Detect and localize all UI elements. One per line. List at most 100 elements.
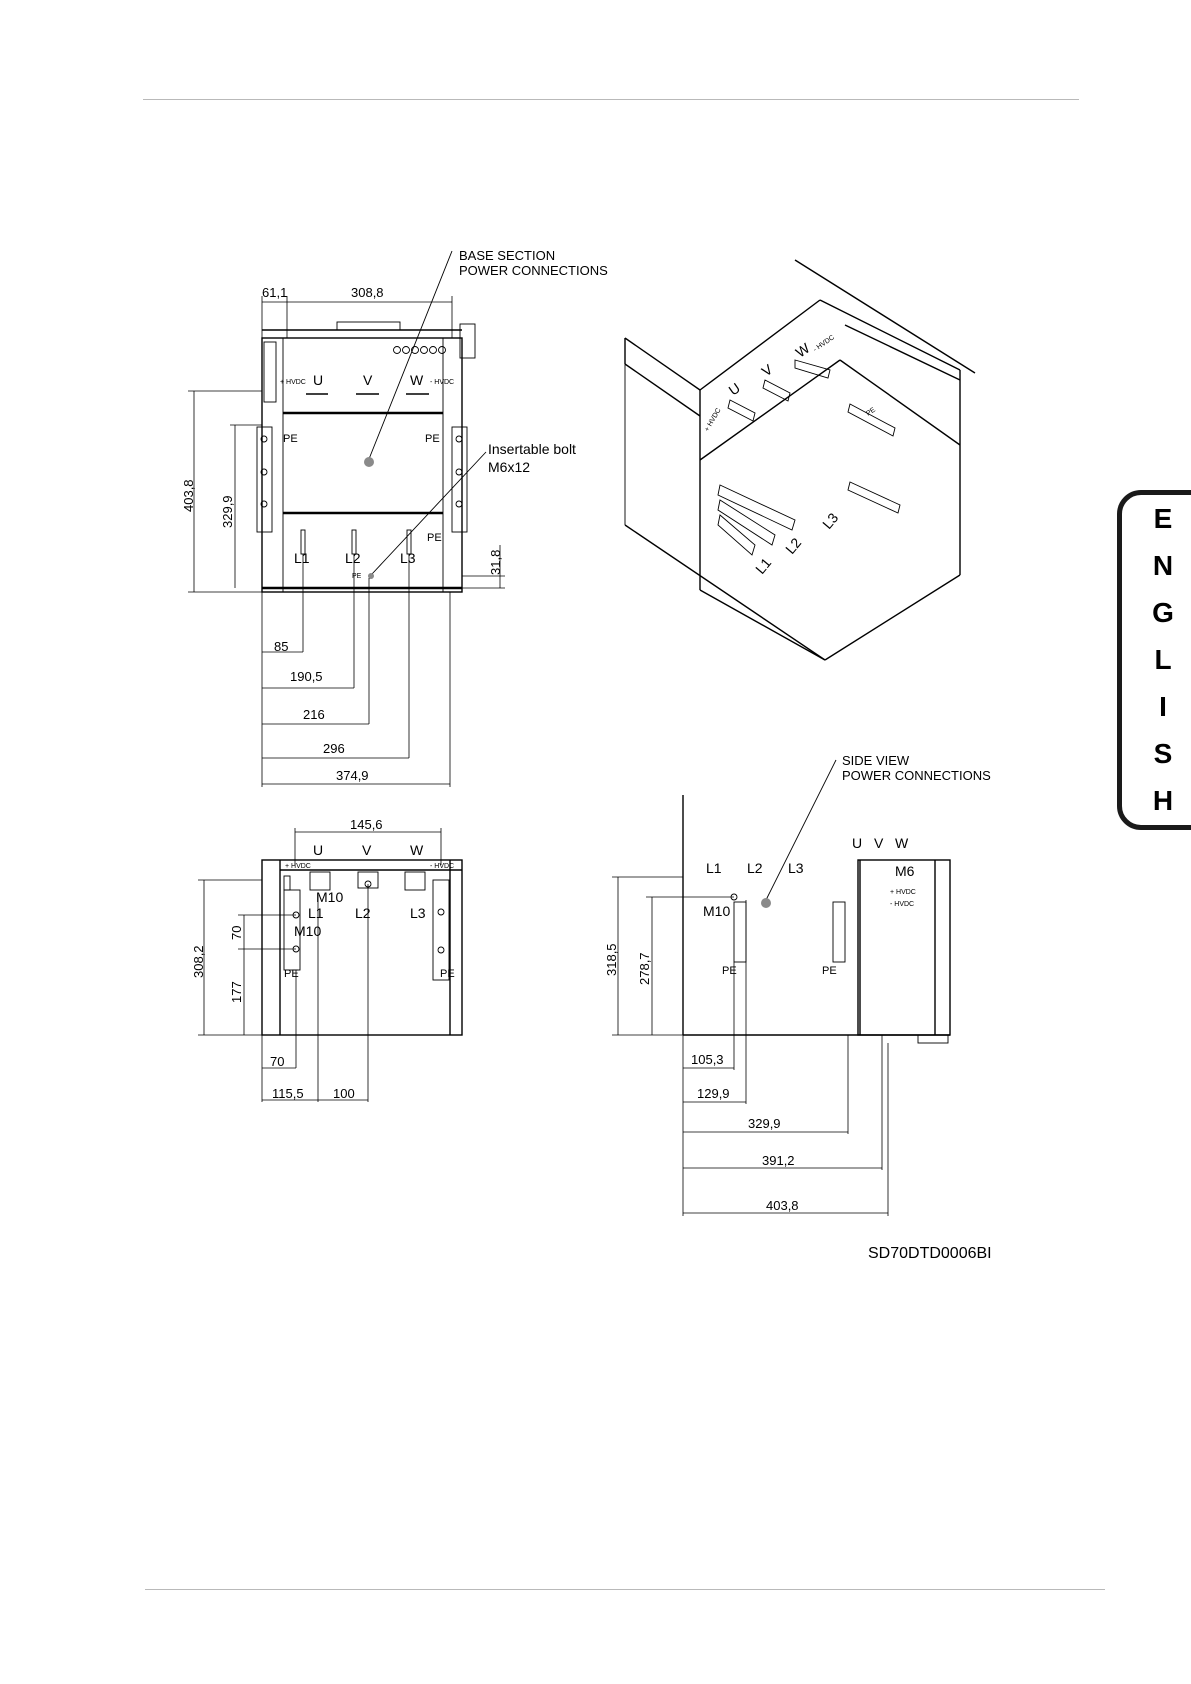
side-bolt-m10: M10 bbox=[703, 903, 730, 919]
dim-top-308: 308,8 bbox=[351, 285, 384, 300]
language-letter: G bbox=[1152, 597, 1174, 628]
dim-bottom-190: 190,5 bbox=[290, 669, 323, 684]
base-section-marker bbox=[364, 457, 374, 467]
dim-left-308: 308,2 bbox=[191, 945, 206, 978]
side-foot bbox=[917, 1034, 949, 1044]
section-pe: PE bbox=[440, 968, 455, 980]
section-bolt-m10: M10 bbox=[294, 923, 321, 939]
dim-bottom-391: 391,2 bbox=[762, 1153, 795, 1168]
pe-bar bbox=[847, 403, 896, 437]
base-section-title-1: BASE SECTION bbox=[459, 248, 555, 263]
l1-bar bbox=[283, 889, 301, 971]
header-rule bbox=[143, 99, 1079, 100]
side-line-l3: L3 bbox=[788, 860, 804, 876]
cabinet-inner bbox=[282, 337, 444, 593]
side-phase-w: W bbox=[895, 835, 909, 851]
side-pe-bar bbox=[832, 901, 846, 963]
section-line-l3: L3 bbox=[410, 905, 426, 921]
language-letter: I bbox=[1159, 691, 1167, 722]
language-tab bbox=[1117, 490, 1191, 830]
side-hvdc-plus: + HVDC bbox=[890, 889, 916, 896]
screw-hole bbox=[260, 468, 268, 476]
side-phase-u: U bbox=[852, 835, 862, 851]
dim-bottom-296: 296 bbox=[323, 741, 345, 756]
phase-w-label: W bbox=[410, 372, 424, 388]
l3-bar bbox=[717, 484, 796, 531]
side-l-bar bbox=[733, 901, 747, 963]
indicator-leds bbox=[393, 346, 446, 354]
side-phase-v: V bbox=[874, 835, 884, 851]
dim-bottom-129: 129,9 bbox=[697, 1086, 730, 1101]
dim-right-31: 31,8 bbox=[488, 550, 503, 575]
screw-hole bbox=[260, 435, 268, 443]
pe-label: PE bbox=[427, 532, 442, 544]
dim-bottom-115: 115,5 bbox=[272, 1086, 304, 1101]
section-outline bbox=[261, 859, 463, 1036]
line-l3-label: L3 bbox=[400, 550, 416, 566]
language-letter: E bbox=[1153, 503, 1173, 534]
screw-hole bbox=[455, 468, 463, 476]
section-bolt-m10: M10 bbox=[316, 889, 343, 905]
side-hvdc-minus: - HVDC bbox=[890, 901, 914, 908]
l2-bar bbox=[717, 499, 776, 546]
screw-hole bbox=[455, 500, 463, 508]
iso-line-l2: L2 bbox=[782, 535, 804, 557]
u-bar bbox=[727, 399, 756, 422]
side-module bbox=[857, 859, 951, 1036]
footer-rule bbox=[145, 1589, 1105, 1590]
hvdc-plus-label: + HVDC bbox=[280, 379, 306, 386]
l1-bar bbox=[717, 514, 756, 556]
pe-bar bbox=[432, 879, 450, 981]
section-view: 145,6 U V W + HVDC - HVDC M10 M10 L1 L2 … bbox=[191, 817, 463, 1102]
bracket bbox=[451, 426, 468, 533]
side-bolt-m6: M6 bbox=[895, 863, 915, 879]
screw-hole bbox=[260, 500, 268, 508]
side-pe: PE bbox=[822, 965, 837, 977]
iso-pe: PE bbox=[865, 406, 877, 417]
side-view-title-2: POWER CONNECTIONS bbox=[842, 768, 991, 783]
top-handle bbox=[336, 321, 401, 331]
pe-bar bbox=[847, 481, 901, 514]
dim-top-61: 61,1 bbox=[262, 285, 287, 300]
iso-phase-v: V bbox=[759, 361, 776, 380]
iso-line-l3: L3 bbox=[819, 510, 841, 532]
side-view-leader bbox=[765, 759, 837, 901]
hvdc-minus-label: - HVDC bbox=[430, 379, 454, 386]
line-l2-label: L2 bbox=[345, 550, 361, 566]
section-phase-u: U bbox=[313, 842, 323, 858]
language-letter: N bbox=[1152, 550, 1174, 581]
section-phase-w: W bbox=[410, 842, 424, 858]
bolt-callout-2: M6x12 bbox=[488, 459, 530, 475]
dim-bottom-100: 100 bbox=[333, 1086, 355, 1101]
language-letter: H bbox=[1152, 785, 1174, 816]
drawing-code: SD70DTD0006BI bbox=[868, 1245, 992, 1262]
dim-bottom-70: 70 bbox=[270, 1054, 284, 1069]
dim-bottom-105: 105,3 bbox=[691, 1052, 724, 1067]
cabinet-outline bbox=[261, 337, 463, 593]
front-view: BASE SECTION POWER CONNECTIONS Insertabl… bbox=[181, 248, 608, 787]
dim-bottom-216: 216 bbox=[303, 707, 325, 722]
phase-v-label: V bbox=[363, 372, 373, 388]
section-hvdc-minus: - HVDC bbox=[430, 863, 454, 870]
section-line-l2: L2 bbox=[355, 905, 371, 921]
side-pe: PE bbox=[722, 965, 737, 977]
terminal bbox=[404, 871, 426, 891]
bolt-callout-1: Insertable bolt bbox=[488, 441, 576, 457]
dim-bottom-403: 403,8 bbox=[766, 1198, 799, 1213]
dim-top-145: 145,6 bbox=[350, 817, 383, 832]
dim-left-318: 318,5 bbox=[604, 943, 619, 976]
section-phase-v: V bbox=[362, 842, 372, 858]
side-line-l1: L1 bbox=[706, 860, 722, 876]
bracket bbox=[263, 341, 277, 403]
screw-hole bbox=[455, 435, 463, 443]
section-pe: PE bbox=[284, 968, 299, 980]
phase-u-label: U bbox=[313, 372, 323, 388]
dim-left-177: 177 bbox=[229, 981, 244, 1003]
dim-left-329: 329,9 bbox=[220, 495, 235, 528]
pe-label: PE bbox=[425, 433, 440, 445]
side-view-title-1: SIDE VIEW bbox=[842, 753, 910, 768]
iso-phase-u: U bbox=[726, 380, 743, 399]
language-letter: L bbox=[1154, 644, 1172, 675]
dim-left-403: 403,8 bbox=[181, 479, 196, 512]
